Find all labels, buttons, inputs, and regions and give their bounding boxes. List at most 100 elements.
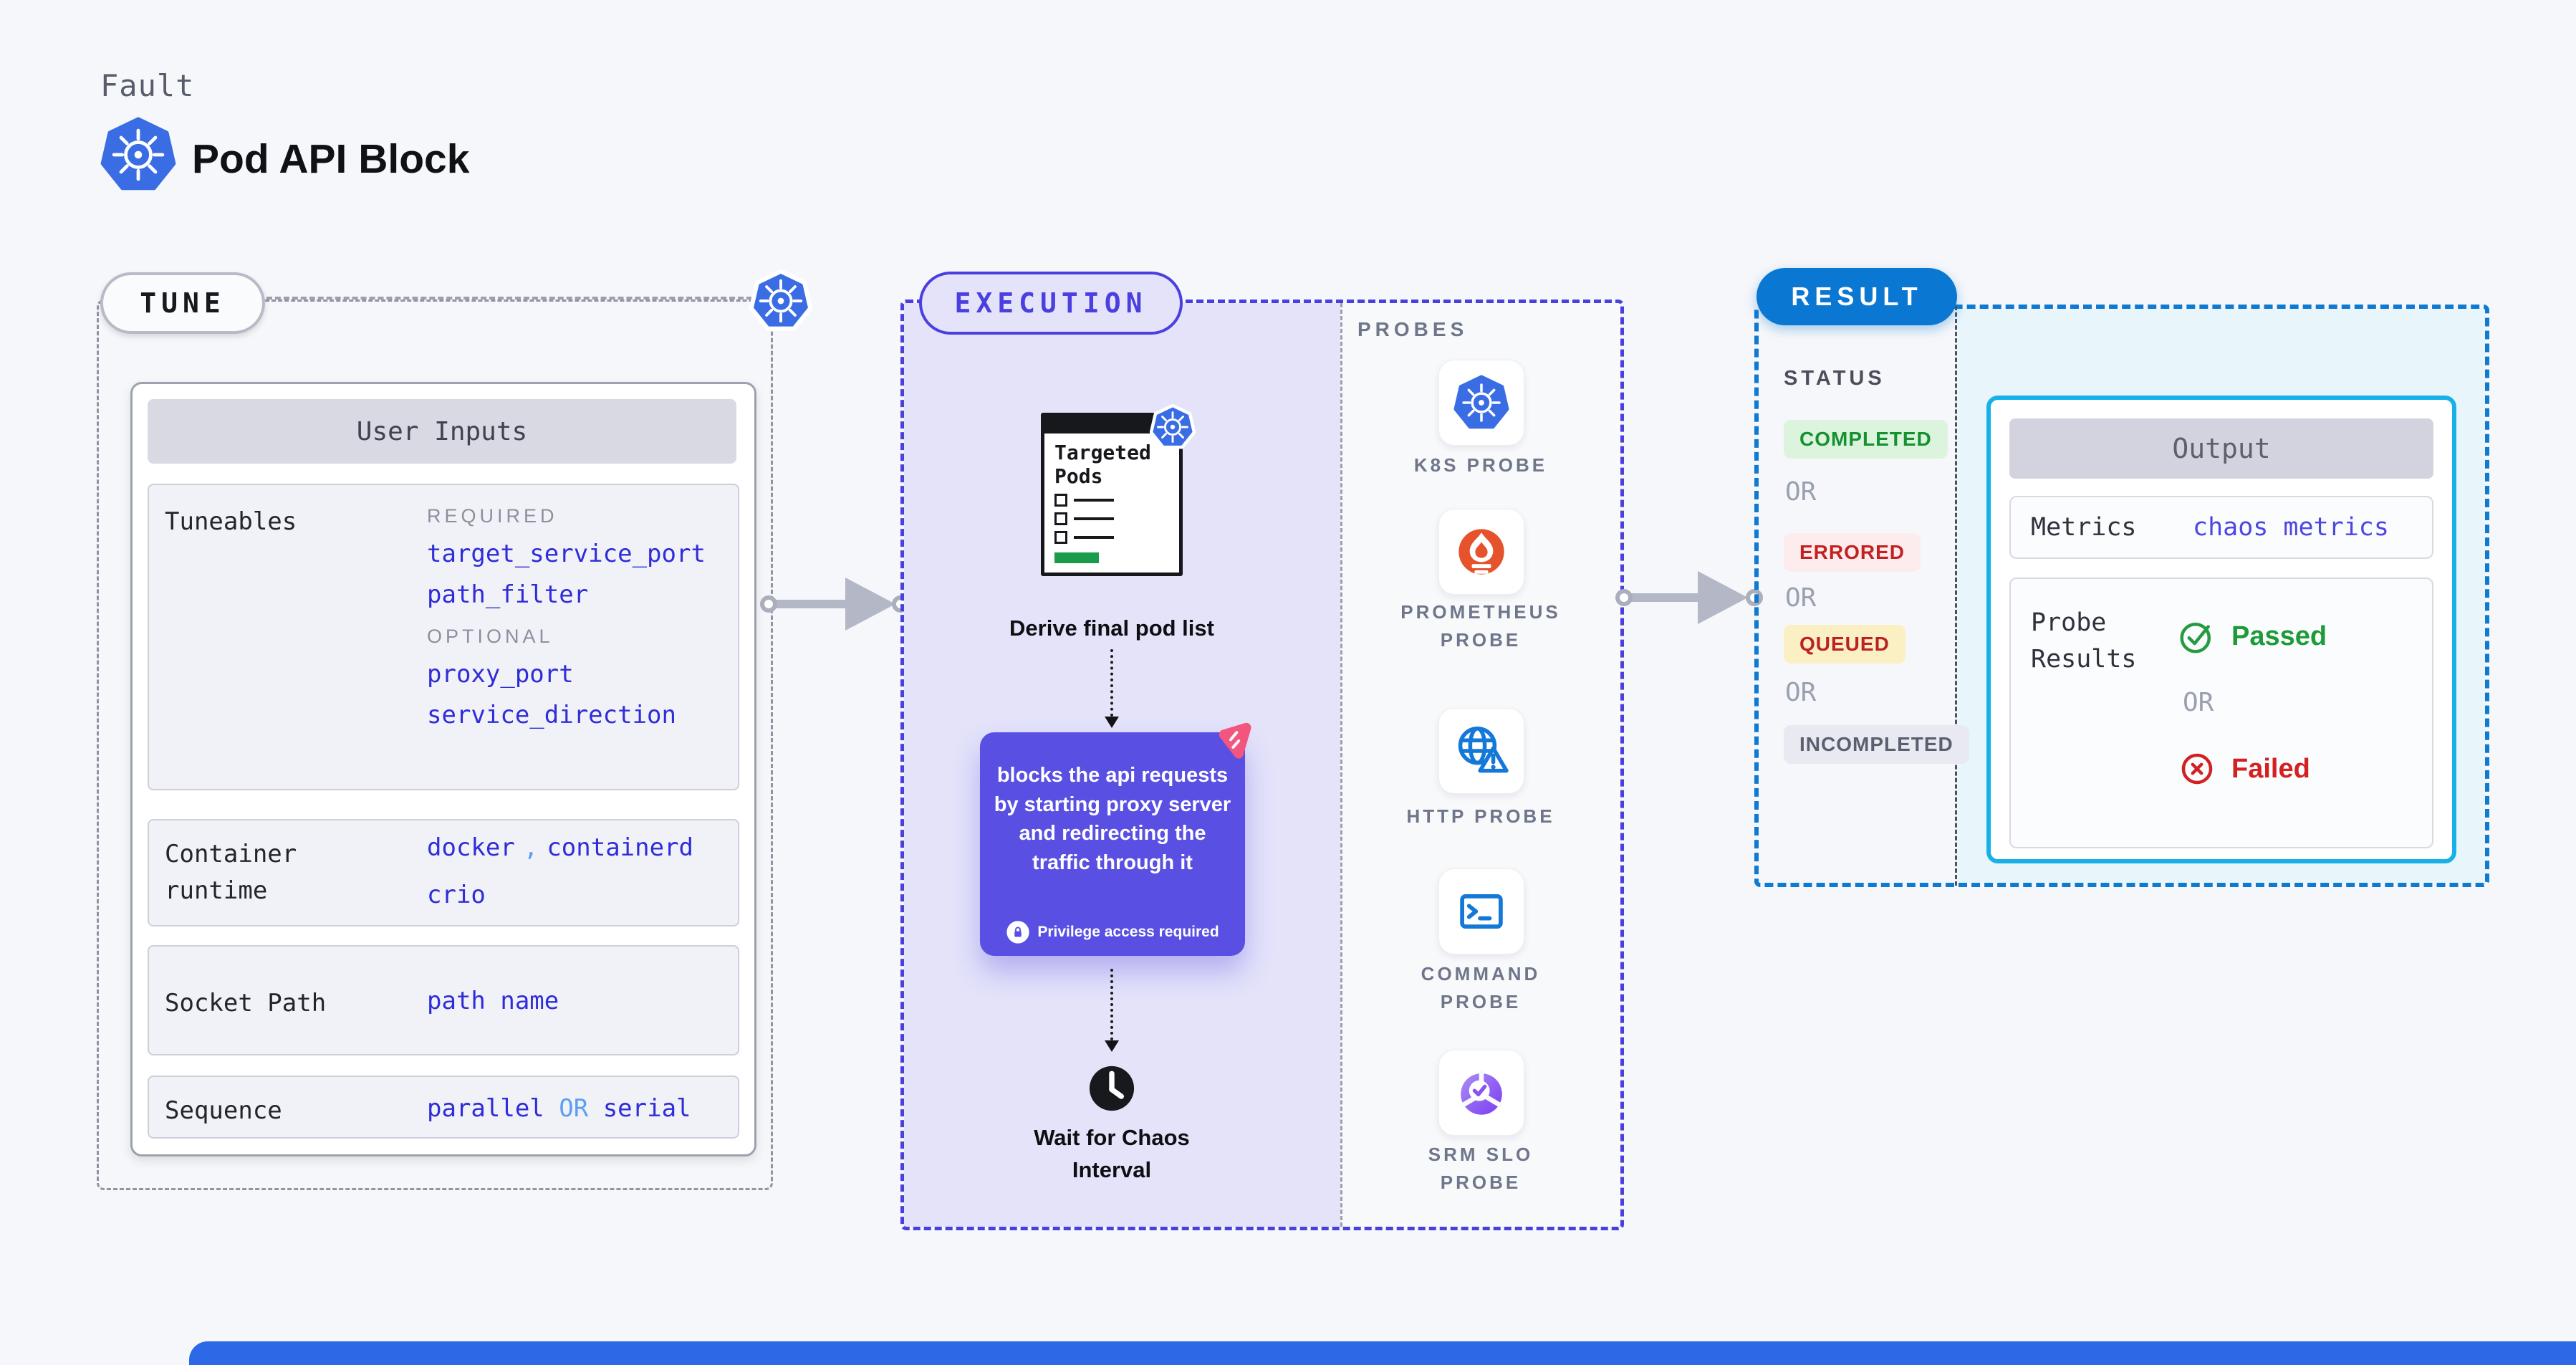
tuneables-row: Tuneables REQUIRED target_service_port p… <box>148 484 739 790</box>
socket-path-value: path name <box>427 987 559 1015</box>
or-token: OR <box>1785 678 1817 707</box>
tune-section-frame <box>97 300 773 1190</box>
pod-list-item <box>1054 531 1169 545</box>
targeted-pods-title: Targeted Pods <box>1054 441 1151 489</box>
value-docker: docker <box>427 833 515 862</box>
or-token: OR <box>559 1094 589 1123</box>
socket-path-row: Socket Path path name <box>148 945 739 1055</box>
or-token: OR <box>2183 688 2214 717</box>
flow-arrow-head <box>1105 717 1119 728</box>
probe-results-values: Passed OR Failed <box>2177 616 2327 789</box>
flow-arrow <box>1110 649 1113 717</box>
arrow-tune-to-execution <box>760 573 909 635</box>
sequence-value: parallel OR serial <box>427 1094 691 1123</box>
probe-label: HTTP PROBE <box>1406 805 1555 827</box>
tune-connector-line <box>258 297 752 300</box>
probes-heading: PROBES <box>1357 318 1469 340</box>
result-badge: RESULT <box>1756 268 1957 325</box>
slo-pie-check-icon <box>1447 1058 1516 1127</box>
page-kicker: Fault <box>100 68 195 103</box>
execution-section-frame <box>900 300 1624 1230</box>
container-runtime-values: docker, containerd crio <box>427 833 693 909</box>
status-badge-errored: ERRORED <box>1784 533 1921 572</box>
kubernetes-icon <box>749 269 812 332</box>
or-token: OR <box>1785 583 1817 613</box>
probe-label: SRM SLO PROBE <box>1428 1144 1534 1193</box>
command-probe-card <box>1438 868 1524 954</box>
row-label: Tuneables <box>165 507 297 536</box>
sequence-row: Sequence parallel OR serial <box>148 1076 739 1139</box>
progress-bar <box>1054 552 1099 564</box>
fault-description: blocks the api requests by starting prox… <box>994 764 1231 874</box>
card-header: User Inputs <box>148 399 736 464</box>
srm-slo-probe-card <box>1438 1050 1524 1136</box>
privilege-note-row: Privilege access required <box>980 920 1245 944</box>
prometheus-probe-card <box>1438 509 1524 595</box>
probe-results-label: Probe Results <box>2031 608 2137 674</box>
required-label: REQUIRED <box>427 505 558 527</box>
failed-label: Failed <box>2231 753 2310 784</box>
result-divider <box>1955 306 1957 886</box>
derive-pod-list-label: Derive final pod list <box>1009 616 1214 641</box>
pod-list-item <box>1054 512 1169 526</box>
passed-label: Passed <box>2231 621 2327 651</box>
clock-icon <box>1085 1062 1138 1115</box>
privilege-note: Privilege access required <box>1037 924 1219 940</box>
or-token: OR <box>1785 477 1817 507</box>
wait-chaos-interval-label: Wait for Chaos Interval <box>1034 1125 1190 1182</box>
arrow-execution-to-result <box>1615 567 1767 628</box>
user-inputs-card: User Inputs Tuneables REQUIRED target_se… <box>130 382 756 1156</box>
http-probe-card <box>1438 708 1524 794</box>
failed-row: Failed <box>2177 749 2327 789</box>
pod-list-item <box>1054 494 1169 507</box>
probe-label: K8S PROBE <box>1413 454 1548 476</box>
value-containerd: containerd <box>547 833 694 862</box>
tune-badge: TUNE <box>100 272 265 334</box>
probe-label: PROMETHEUS PROBE <box>1400 601 1561 651</box>
flow-arrow-head <box>1105 1040 1119 1052</box>
x-circle-icon <box>2177 749 2217 789</box>
kubernetes-icon <box>1150 404 1196 450</box>
execution-badge: EXECUTION <box>919 272 1183 335</box>
bottom-panel-edge <box>189 1341 2576 1365</box>
k8s-probe-card <box>1438 360 1524 446</box>
litmus-chaos-icon <box>1214 721 1254 761</box>
globe-warning-icon <box>1448 718 1514 784</box>
value-parallel: parallel <box>427 1094 544 1123</box>
value-crio: crio <box>427 881 486 909</box>
flow-arrow <box>1110 969 1113 1040</box>
kubernetes-icon <box>1453 375 1509 429</box>
param-service-direction: service_direction <box>427 701 676 729</box>
optional-label: OPTIONAL <box>427 626 554 647</box>
terminal-icon <box>1447 877 1516 946</box>
row-label: Socket Path <box>165 989 327 1017</box>
row-label: Container runtime <box>165 840 297 905</box>
param-path-filter: path_filter <box>427 580 589 609</box>
status-badge-queued: QUEUED <box>1784 625 1905 664</box>
container-runtime-row: Container runtime docker, containerd crio <box>148 819 739 926</box>
value-serial: serial <box>602 1094 691 1123</box>
output-card: Output Metrics chaos metrics Probe Resul… <box>1986 396 2456 863</box>
probe-label: COMMAND PROBE <box>1421 963 1541 1012</box>
param-target-service-port: target_service_port <box>427 540 706 568</box>
probe-results-row: Probe Results Passed OR Failed <box>2009 578 2433 848</box>
fault-description-box: blocks the api requests by starting prox… <box>980 732 1245 956</box>
metrics-value: chaos metrics <box>2193 513 2389 542</box>
tuneables-values: REQUIRED target_service_port path_filter… <box>427 505 706 729</box>
prometheus-icon <box>1458 529 1504 575</box>
status-badge-incompleted: INCOMPLETED <box>1784 725 1969 764</box>
metrics-label: Metrics <box>2031 512 2137 542</box>
kubernetes-icon <box>100 117 176 193</box>
metrics-row: Metrics chaos metrics <box>2009 496 2433 559</box>
row-label: Sequence <box>165 1096 282 1125</box>
lock-icon <box>1006 920 1031 944</box>
result-section-frame <box>1754 305 2489 887</box>
status-heading: STATUS <box>1784 367 1885 390</box>
separator: , <box>523 833 539 862</box>
check-circle-icon <box>2177 616 2217 656</box>
param-proxy-port: proxy_port <box>427 660 574 689</box>
passed-row: Passed <box>2177 616 2327 656</box>
page-title: Pod API Block <box>192 136 470 182</box>
output-header: Output <box>2009 418 2433 479</box>
